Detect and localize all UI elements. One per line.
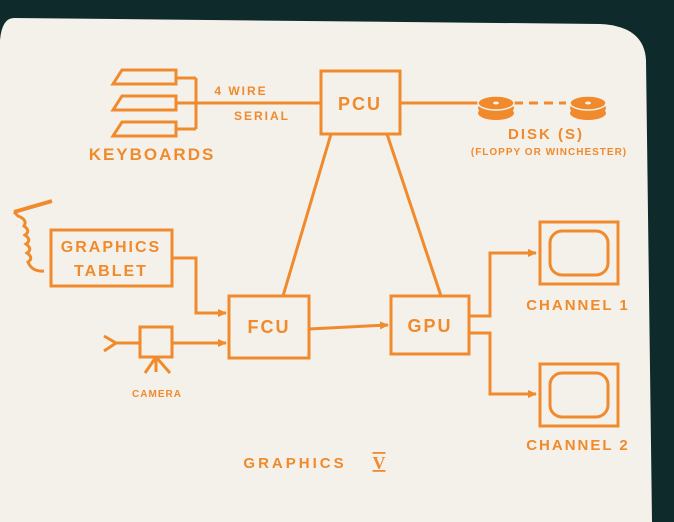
disk-icon (569, 95, 607, 120)
pcu-gpu-link (385, 133, 443, 297)
gpu-channel2-link (469, 331, 537, 398)
keyboard-pcu-link (176, 76, 321, 131)
paper-sheet (0, 18, 652, 522)
disk-icons (477, 95, 607, 120)
graphics-tablet-label-line1: GRAPHICS (61, 239, 161, 256)
disk-sublabel: (FLOPPY OR WINCHESTER) (471, 147, 627, 158)
pcu-label: PCU (338, 94, 382, 114)
fcu-label: FCU (248, 317, 291, 337)
monitor-icon (538, 220, 620, 286)
keyboards-label: KEYBOARDS (89, 145, 216, 164)
camera-label: CAMERA (132, 389, 182, 400)
footer-roman-numeral: V (373, 453, 386, 473)
footer-graphics-label: GRAPHICS (243, 455, 346, 472)
stylus-cord (12, 210, 45, 273)
disk-label: DISK (S) (508, 126, 584, 143)
keyboard-icon (110, 68, 178, 86)
monitor-icon (538, 362, 620, 428)
link-label-serial: SERIAL (234, 109, 290, 123)
camera-icon (103, 325, 174, 374)
tablet-fcu-link (172, 256, 227, 317)
pcu-fcu-link (281, 133, 333, 297)
link-label-4-wire: 4 WIRE (214, 84, 267, 98)
channel-2-label: CHANNEL 2 (526, 437, 630, 454)
keyboard-icon (110, 120, 178, 138)
stylus-pen-icon (13, 199, 53, 214)
keyboard-icon (110, 94, 178, 112)
gpu-label: GPU (407, 316, 452, 336)
keyboard-icons (110, 68, 178, 138)
fcu-box (227, 294, 311, 360)
gpu-channel1-link (469, 249, 537, 318)
fcu-gpu-link (308, 321, 389, 331)
disk-icon (477, 95, 515, 120)
channel-1-label: CHANNEL 1 (526, 297, 630, 314)
gpu-box (389, 294, 471, 356)
graphics-tablet-label-line2: TABLET (74, 263, 148, 280)
